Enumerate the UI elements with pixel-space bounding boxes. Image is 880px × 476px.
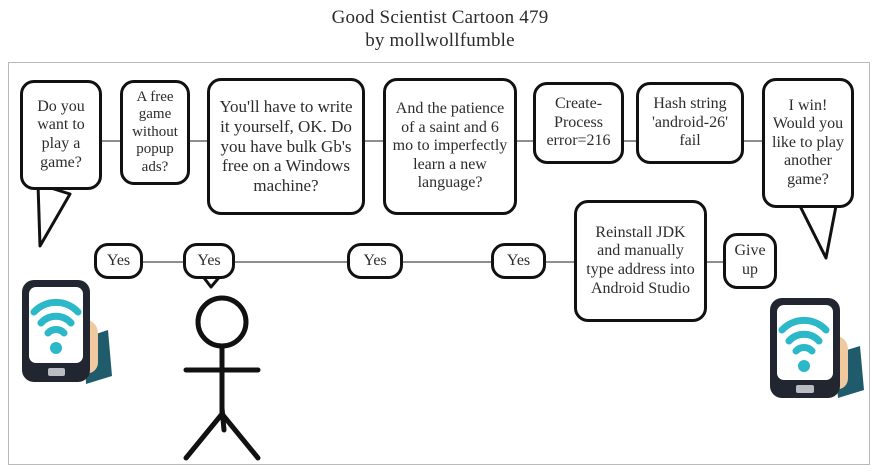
connector-yes2-yes3 <box>235 261 347 263</box>
cartoon-title-block: Good Scientist Cartoon 479 by mollwollfu… <box>0 6 880 52</box>
connector-bubble-3-4 <box>363 140 385 142</box>
answer-text: Give up <box>734 242 766 278</box>
bubble-i-win: I win! Would you like to play another ga… <box>762 78 854 208</box>
bubble-patience-of-a-saint: And the patience of a saint and 6 mo to … <box>383 78 517 215</box>
connector-yes1-yes2 <box>143 261 183 263</box>
wifi-dot <box>50 342 62 354</box>
bubble-create-process-error: Create-Process error=216 <box>533 82 624 164</box>
wifi-dot <box>798 360 810 372</box>
stick-left-leg <box>183 411 225 461</box>
bubble-text: And the patience of a saint and 6 mo to … <box>392 100 508 192</box>
bubble-write-it-yourself: You'll have to write it yourself, OK. Do… <box>207 78 365 215</box>
stick-figure-person <box>158 290 288 470</box>
answer-text: Yes <box>197 251 221 269</box>
bubble-tail-i-win <box>796 198 840 260</box>
bubble-text: I win! Would you like to play another ga… <box>772 96 844 188</box>
connector-bubble-6-7 <box>742 140 764 142</box>
bubble-hash-string-fail: Hash string 'android-26' fail <box>636 82 744 164</box>
answer-give-up: Give up <box>723 233 777 289</box>
answer-yes-3: Yes <box>347 243 403 279</box>
connector-bubble-2-3 <box>187 140 209 142</box>
answer-text: Yes <box>363 251 387 269</box>
connector-bubble-5-6 <box>622 140 638 142</box>
cartoon-byline: by mollwollfumble <box>365 30 515 51</box>
stick-crotch-line <box>219 405 227 433</box>
tablet-with-wifi-left <box>12 272 112 397</box>
connector-bubble-4-5 <box>515 140 535 142</box>
tablet-with-wifi-right <box>760 292 865 409</box>
answer-text: Reinstall JDK and manually type address … <box>586 223 695 297</box>
stick-right-leg <box>219 411 261 461</box>
bubble-text: Hash string 'android-26' fail <box>652 95 728 150</box>
connector-yes4-reinstall <box>546 261 574 263</box>
bubble-do-you-want-to-play: Do you want to play a game? <box>20 80 102 190</box>
wifi-icon <box>30 298 82 337</box>
answer-reinstall-jdk: Reinstall JDK and manually type address … <box>574 200 707 322</box>
home-button <box>796 385 814 393</box>
bubble-a-free-game: A free game without popup ads? <box>120 80 190 185</box>
answer-yes-1: Yes <box>94 243 143 279</box>
answer-yes-4: Yes <box>491 243 546 279</box>
bubble-text: Do you want to play a game? <box>37 97 85 171</box>
connector-bubble-1-2 <box>100 140 122 142</box>
cartoon-title: Good Scientist Cartoon 479 <box>331 7 549 28</box>
connector-reinstall-giveup <box>707 261 723 263</box>
stick-head <box>195 295 249 349</box>
wifi-icon <box>778 316 830 355</box>
connector-yes3-yes4 <box>403 261 491 263</box>
answer-text: Yes <box>106 251 131 269</box>
answer-text: Yes <box>506 251 531 269</box>
bubble-text: A free game without popup ads? <box>132 89 178 175</box>
bubble-text: You'll have to write it yourself, OK. Do… <box>219 97 353 196</box>
bubble-text: Create-Process error=216 <box>546 95 611 150</box>
home-button <box>48 368 65 376</box>
answer-yes-2: Yes <box>183 243 235 279</box>
